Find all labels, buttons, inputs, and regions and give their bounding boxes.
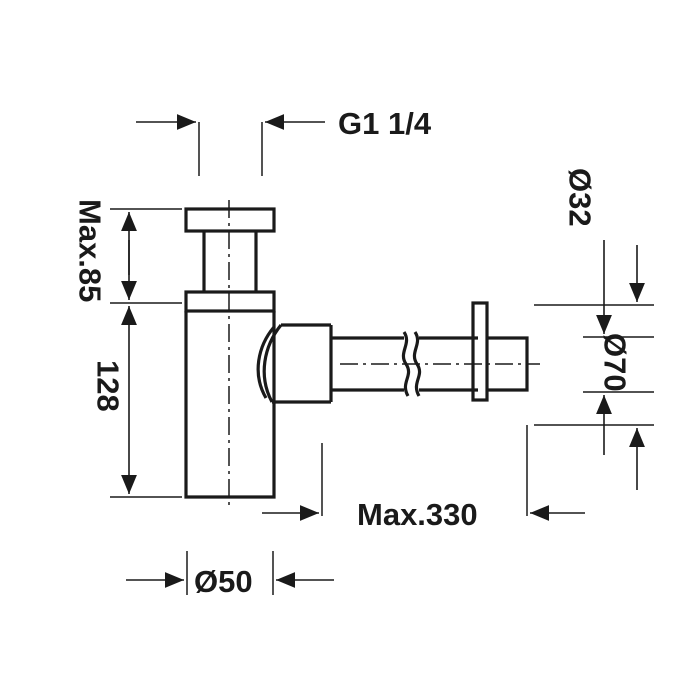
wall-flange: [471, 301, 489, 402]
dimension-label-d50: Ø50: [194, 564, 253, 599]
dimension-d32: Ø32: [534, 168, 654, 338]
dimension-128: 128: [91, 306, 182, 498]
elbow-outer-curve: [262, 323, 283, 403]
dimension-label-d70: Ø70: [598, 333, 633, 392]
dimension-label-max-330: Max.330: [357, 497, 478, 532]
elbow-inner-curve: [256, 325, 276, 399]
dimension-label-128: 128: [91, 360, 126, 412]
dimension-max-85: Max.85: [73, 199, 182, 304]
dimension-d70: Ø70: [534, 333, 654, 490]
top-cap: [184, 207, 276, 233]
trap-body: [184, 311, 276, 499]
dimension-g1-1-4: G1 1/4: [136, 106, 432, 176]
dimension-max-330: Max.330: [262, 425, 585, 532]
dimension-label-d32: Ø32: [563, 168, 598, 227]
product-geometry: [184, 200, 540, 508]
pipe-end-section: [487, 336, 529, 392]
dimension-d50: Ø50: [126, 551, 334, 599]
collar: [184, 290, 276, 313]
dimension-label-max-85: Max.85: [73, 199, 108, 302]
dimension-label-g1-1-4: G1 1/4: [338, 106, 432, 141]
